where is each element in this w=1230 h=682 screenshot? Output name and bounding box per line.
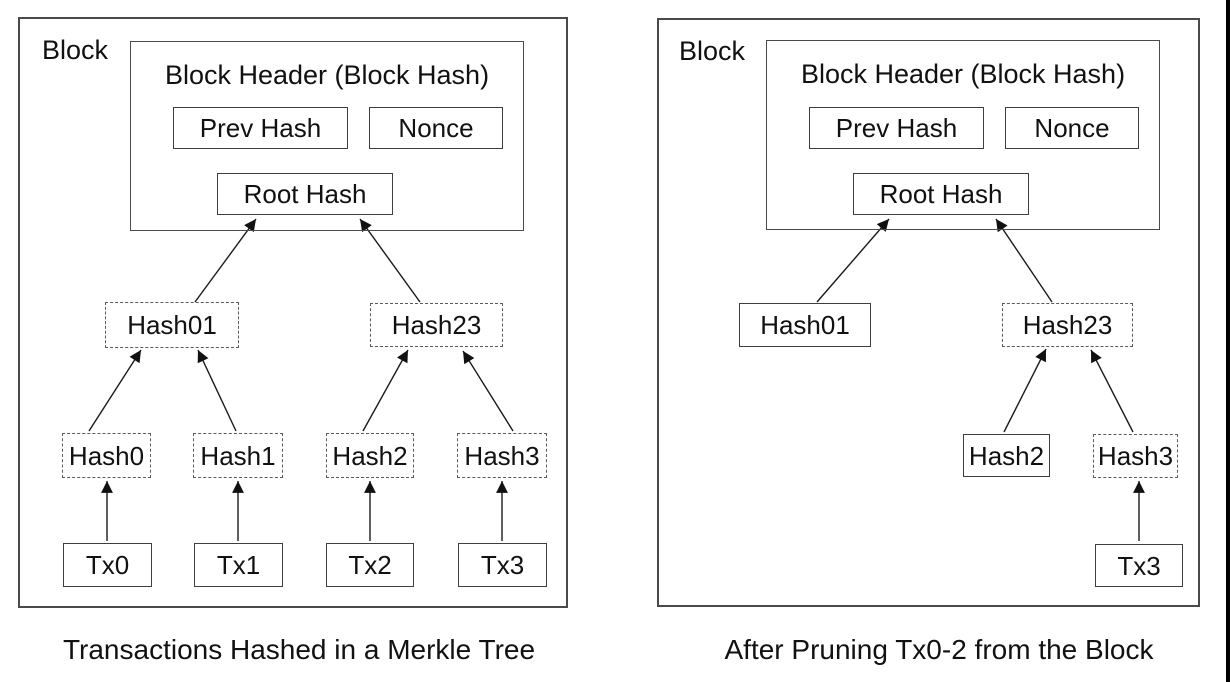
left-tx2-box: Tx2 — [326, 543, 414, 587]
right-hash23-box: Hash23 — [1002, 303, 1133, 347]
left-hash3-box: Hash3 — [457, 433, 547, 478]
left-hash23-box: Hash23 — [370, 303, 503, 347]
arrow-left-hash23-to-roothash — [359, 218, 421, 303]
left-tx0-box: Tx0 — [63, 543, 152, 587]
left-hash2-box: Hash2 — [326, 433, 414, 478]
right-caption: After Pruning Tx0-2 from the Block — [724, 634, 1154, 665]
right-block-header-box — [766, 40, 1160, 230]
arrow-left-hash3-to-hash23 — [462, 350, 514, 432]
arrow-left-hash2-to-hash23 — [362, 349, 409, 432]
left-tx3-box: Tx3 — [458, 543, 547, 587]
arrow-left-hash01-to-roothash — [194, 218, 257, 303]
right-block-header-title: Block Header (Block Hash) — [800, 59, 1126, 89]
arrow-right-hash2-to-hash23 — [1003, 348, 1047, 433]
left-hash01-box: Hash01 — [105, 302, 239, 348]
arrow-right-hash3-to-hash23 — [1090, 349, 1134, 433]
right-block-label: Block — [679, 36, 746, 66]
left-block-outline — [18, 17, 568, 608]
right-hash2-box: Hash2 — [963, 434, 1050, 477]
arrow-left-hash1-to-hash01 — [197, 349, 237, 432]
right-prev-hash-box: Prev Hash — [809, 107, 984, 149]
arrow-right-hash01-to-roothash — [816, 218, 890, 303]
right-block-outline — [657, 18, 1200, 607]
left-block-label: Block — [42, 35, 109, 65]
right-tx3-box: Tx3 — [1095, 544, 1183, 587]
screen-right-edge-bar — [1226, 0, 1230, 682]
left-caption: Transactions Hashed in a Merkle Tree — [62, 634, 536, 665]
left-block-header-box — [130, 41, 524, 231]
left-block-header-title: Block Header (Block Hash) — [164, 60, 490, 90]
right-root-hash-box: Root Hash — [853, 173, 1029, 215]
left-prev-hash-box: Prev Hash — [173, 107, 348, 149]
arrow-right-hash23-to-roothash — [995, 218, 1053, 303]
left-nonce-box: Nonce — [369, 107, 503, 149]
left-hash1-box: Hash1 — [193, 433, 283, 478]
arrow-left-hash0-to-hash01 — [88, 349, 142, 432]
right-hash3-box: Hash3 — [1093, 434, 1178, 478]
left-tx1-box: Tx1 — [194, 543, 283, 587]
left-hash0-box: Hash0 — [62, 433, 151, 478]
right-hash01-box: Hash01 — [739, 303, 871, 347]
right-nonce-box: Nonce — [1005, 107, 1139, 149]
left-root-hash-box: Root Hash — [217, 173, 393, 215]
